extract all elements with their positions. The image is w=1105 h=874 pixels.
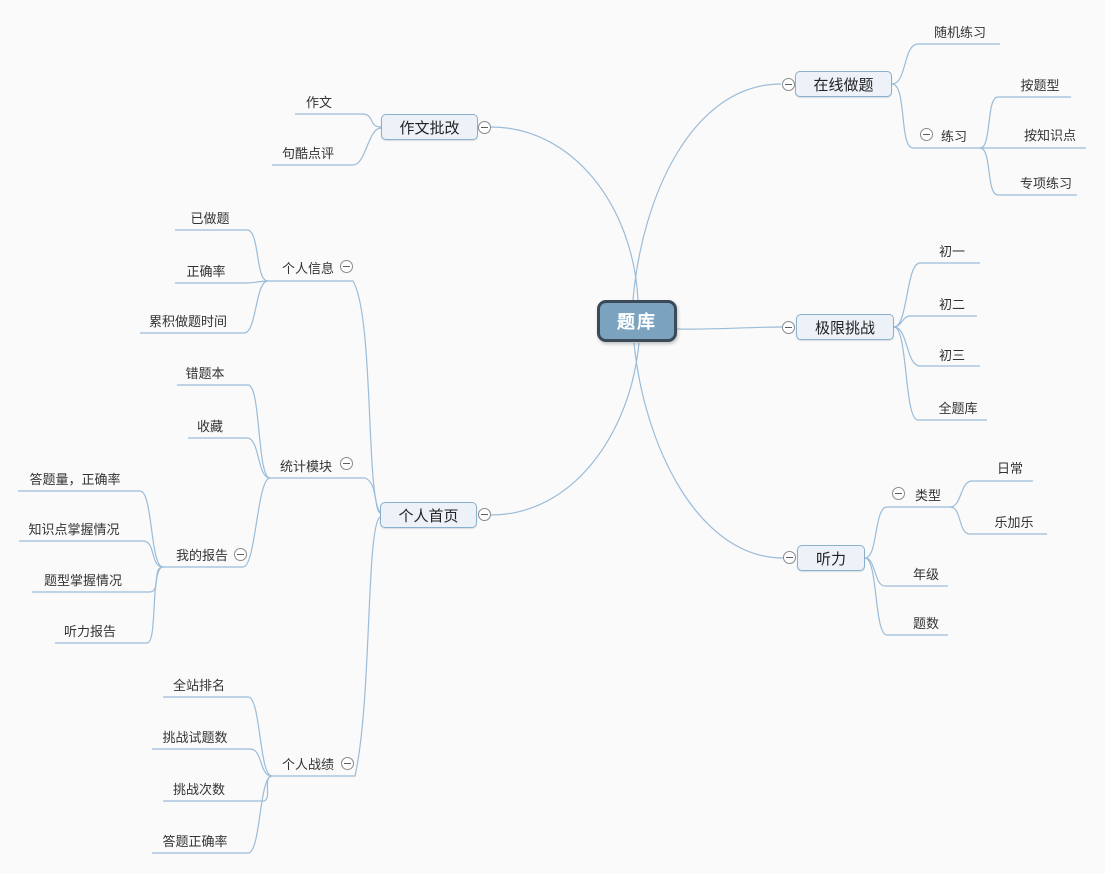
subtopic-random-practice[interactable]: 随机练习 — [933, 25, 987, 40]
topic-personal-homepage[interactable]: 个人首页 — [380, 502, 477, 528]
subtopic-essay[interactable]: 作文 — [305, 95, 333, 110]
collapse-icon-extreme-challenge[interactable] — [782, 321, 795, 334]
connector-line — [949, 480, 1033, 508]
connector-line — [893, 326, 987, 421]
subtopic-question-count[interactable]: 题数 — [912, 616, 940, 631]
collapse-icon-listening[interactable] — [783, 551, 796, 564]
root-topic-question-bank[interactable]: 题库 — [597, 300, 677, 342]
connector-line — [979, 96, 1071, 149]
connector-line — [893, 326, 980, 367]
subtopic-personal-record[interactable]: 个人战绩 — [281, 757, 335, 772]
connector-line — [163, 477, 271, 568]
subtopic-accuracy[interactable]: 正确率 — [186, 264, 226, 279]
connector-line — [140, 280, 269, 334]
subtopic-listening-report[interactable]: 听力报告 — [63, 624, 117, 639]
collapse-icon-personal-record[interactable] — [341, 757, 354, 770]
subtopic-knowledge-mastery[interactable]: 知识点掌握情况 — [28, 522, 120, 537]
subtopic-question-type-mastery[interactable]: 题型掌握情况 — [43, 573, 123, 588]
connector-line — [891, 83, 980, 149]
connector-line — [272, 127, 382, 166]
subtopic-practice[interactable]: 练习 — [940, 129, 968, 144]
subtopic-jukuu-review[interactable]: 句酷点评 — [281, 146, 335, 161]
subtopic-challenge-times[interactable]: 挑战次数 — [172, 782, 226, 797]
subtopic-answer-accuracy[interactable]: 答题正确率 — [162, 834, 228, 849]
connector-line — [163, 696, 273, 777]
subtopic-challenge-question-count[interactable]: 挑战试题数 — [162, 730, 228, 745]
connector-line — [152, 748, 273, 777]
connector-line — [891, 43, 1000, 85]
connector-line — [490, 126, 639, 301]
collapse-icon-my-report[interactable] — [234, 548, 247, 561]
topic-essay-correction[interactable]: 作文批改 — [381, 114, 478, 140]
subtopic-full-bank[interactable]: 全题库 — [938, 401, 978, 416]
connector-line — [893, 262, 980, 328]
connector-line — [18, 490, 164, 568]
subtopic-personal-info[interactable]: 个人信息 — [281, 261, 335, 276]
connector-line — [272, 516, 381, 777]
collapse-icon-practice[interactable] — [920, 128, 933, 141]
connector-line — [19, 540, 164, 568]
connector-line — [633, 342, 784, 559]
collapse-icon-online-practice[interactable] — [782, 78, 795, 91]
collapse-icon-type[interactable] — [892, 487, 905, 500]
subtopic-statistics-module[interactable]: 统计模块 — [279, 459, 333, 474]
topic-extreme-challenge[interactable]: 极限挑战 — [796, 314, 894, 340]
connector-line — [55, 566, 164, 644]
connector-line — [270, 477, 381, 514]
connector-line — [268, 280, 381, 513]
subtopic-type[interactable]: 类型 — [914, 488, 942, 503]
connector-line — [177, 384, 271, 479]
collapse-icon-statistics-module[interactable] — [340, 457, 353, 470]
subtopic-favorites[interactable]: 收藏 — [196, 419, 224, 434]
connector-line — [295, 113, 382, 128]
connector-line — [864, 557, 948, 636]
connector-line — [979, 147, 1077, 196]
connector-line — [490, 342, 640, 516]
connector-line — [632, 83, 782, 301]
topic-online-practice[interactable]: 在线做题 — [795, 71, 892, 97]
connector-line — [893, 315, 977, 328]
connector-line — [152, 775, 273, 854]
connector-line — [188, 437, 271, 479]
collapse-icon-essay-correction[interactable] — [478, 121, 491, 134]
subtopic-grade[interactable]: 年级 — [912, 567, 940, 582]
collapse-icon-personal-homepage[interactable] — [478, 508, 491, 521]
connector-line — [949, 506, 1047, 535]
subtopic-special-practice[interactable]: 专项练习 — [1019, 176, 1073, 191]
subtopic-grade8[interactable]: 初二 — [938, 297, 966, 312]
subtopic-grade7[interactable]: 初一 — [938, 244, 966, 259]
topic-listening[interactable]: 听力 — [797, 545, 865, 571]
subtopic-questions-done[interactable]: 已做题 — [190, 211, 230, 226]
subtopic-total-practice-time[interactable]: 累积做题时间 — [148, 314, 228, 329]
subtopic-my-report[interactable]: 我的报告 — [175, 548, 229, 563]
subtopic-by-question-type[interactable]: 按题型 — [1020, 78, 1060, 93]
subtopic-wrong-question-book[interactable]: 错题本 — [185, 366, 225, 381]
subtopic-answer-count-accuracy[interactable]: 答题量，正确率 — [29, 472, 121, 487]
connector-line — [175, 229, 269, 282]
subtopic-lejiale[interactable]: 乐加乐 — [994, 515, 1034, 530]
collapse-icon-personal-info[interactable] — [340, 260, 353, 273]
subtopic-grade9[interactable]: 初三 — [938, 348, 966, 363]
subtopic-site-ranking[interactable]: 全站排名 — [172, 678, 226, 693]
connector-line — [864, 506, 950, 559]
subtopic-by-knowledge-point[interactable]: 按知识点 — [1023, 128, 1077, 143]
subtopic-daily[interactable]: 日常 — [996, 461, 1024, 476]
connector-line — [175, 280, 269, 284]
connector-line — [676, 326, 783, 330]
